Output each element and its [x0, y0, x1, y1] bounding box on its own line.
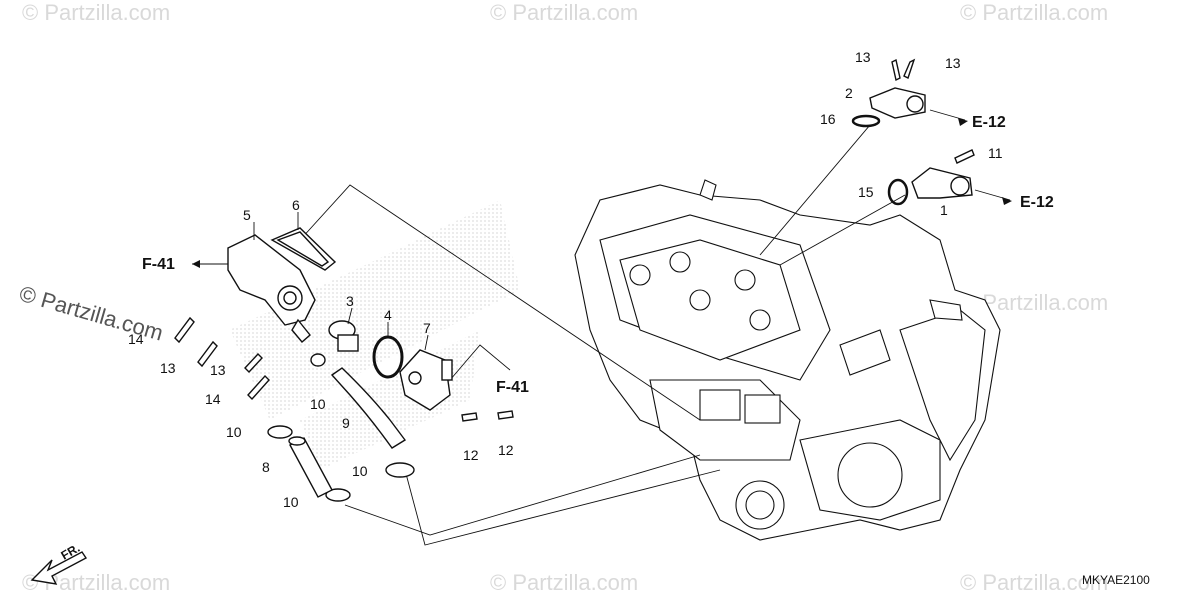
callout-2: 2: [845, 85, 853, 101]
thermostat-housing-5: [227, 222, 316, 343]
ref-arrows: [192, 109, 1012, 268]
diagram-code: MKYAE2100: [1082, 573, 1150, 587]
ref-e12-top: E-12: [972, 114, 1006, 131]
ref-e12-bottom: E-12: [1020, 194, 1054, 211]
hose-9: [330, 367, 407, 449]
callout-10-b: 10: [310, 396, 326, 412]
callout-6: 6: [292, 197, 300, 213]
water-joint-2: [869, 87, 926, 119]
watermark-bottom-center: © Partzilla.com: [490, 570, 638, 595]
callout-13-a: 13: [855, 49, 871, 65]
o-ring-4: [372, 322, 404, 379]
callout-10-a: 10: [226, 424, 242, 440]
callouts: 1 2 3 4 5 6 7 8 9 10 10 10 10 11 12 12 1…: [128, 49, 1003, 510]
callout-10-c: 10: [352, 463, 368, 479]
front-indicator: FR.: [30, 541, 88, 585]
callout-13-c: 13: [160, 360, 176, 376]
callout-3: 3: [346, 293, 354, 309]
bolts-left: [174, 316, 514, 422]
bolts-13-right: [891, 58, 916, 82]
callout-9: 9: [342, 415, 350, 431]
front-arrow-icon: [30, 551, 88, 585]
water-joint-1: [911, 167, 973, 199]
watermark-bottom-right: © Partzilla.com: [960, 570, 1108, 595]
watermark-top-right: © Partzilla.com: [960, 0, 1108, 25]
clamp-10: [267, 353, 415, 502]
o-ring-15: [887, 178, 909, 206]
callout-13-d: 13: [210, 362, 226, 378]
thermostat-cover-7: [399, 334, 453, 411]
ref-f41-right: F-41: [496, 379, 529, 396]
thermostat-3: [328, 307, 359, 352]
watermark-top-center: © Partzilla.com: [490, 0, 638, 25]
shading-area: [230, 200, 520, 420]
bolt-11: [954, 149, 975, 164]
callout-1: 1: [940, 202, 948, 218]
leader-lines: [299, 124, 906, 546]
callout-16: 16: [820, 111, 836, 127]
hose-8: [288, 436, 333, 498]
ref-f41-left: F-41: [142, 256, 175, 273]
callout-8: 8: [262, 459, 270, 475]
watermark-top-left: © Partzilla.com: [22, 0, 170, 25]
callout-11: 11: [988, 145, 1003, 161]
callout-4: 4: [384, 307, 392, 323]
callout-5: 5: [243, 207, 251, 223]
callout-7: 7: [423, 320, 431, 336]
gasket-6: [270, 212, 337, 271]
callout-14-b: 14: [205, 391, 221, 407]
callout-12-b: 12: [498, 442, 514, 458]
o-ring-16: [851, 114, 881, 128]
callout-10-d: 10: [283, 494, 299, 510]
callout-15: 15: [858, 184, 874, 200]
engine-block: [574, 179, 1001, 541]
watermark-prominent: © Partzilla.com: [17, 281, 166, 346]
cross-references: F-41 F-41 E-12 E-12: [142, 114, 1054, 396]
callout-13-b: 13: [945, 55, 961, 71]
callout-12-a: 12: [463, 447, 479, 463]
callout-14-a: 14: [128, 331, 144, 347]
